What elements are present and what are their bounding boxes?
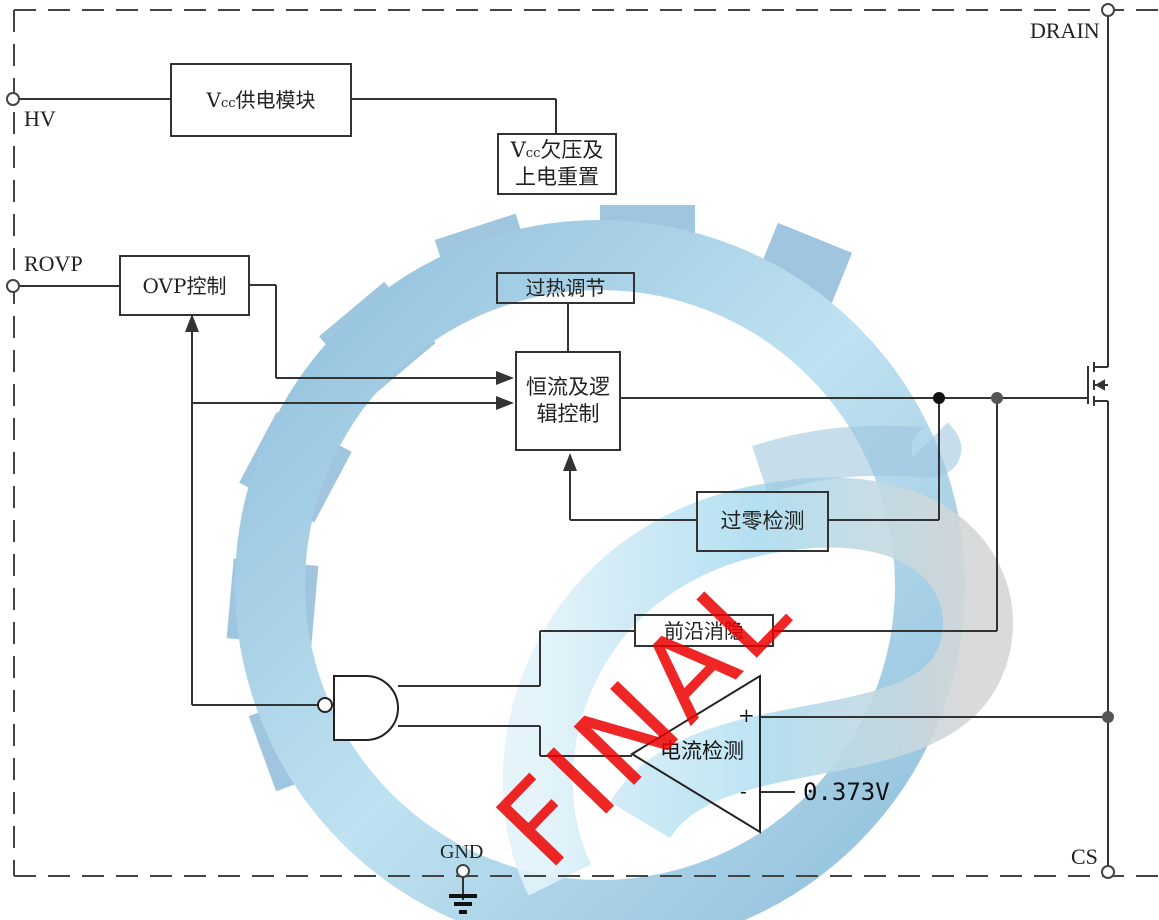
vcc-uvlo-block: Vcc欠压及上电重置 [497, 133, 617, 195]
ground-icon [449, 894, 477, 914]
pin-rovp-label: ROVP [24, 251, 83, 276]
comparator-minus: - [740, 779, 747, 803]
pin-circles [6, 3, 1115, 879]
arrowheads [185, 314, 577, 471]
and-gate [317, 675, 399, 741]
pin-cs-label: CS [1071, 844, 1098, 869]
cc-logic-control-block: 恒流及逻辑控制 [515, 351, 621, 451]
pin-drain-label: DRAIN [1030, 18, 1100, 43]
wires [14, 10, 1109, 900]
chip-boundary [13, 9, 1159, 877]
ovp-control-block: OVP控制 [119, 255, 250, 316]
reference-voltage-label: 0.373V [803, 778, 890, 806]
vcc-supply-block: Vcc供电模块 [170, 63, 352, 137]
power-mosfet [1087, 360, 1109, 410]
current-sense-label: 电流检测 [660, 739, 744, 763]
thermal-regulation-block: 过热调节 [496, 272, 635, 304]
junctions [933, 392, 1114, 723]
comparator [630, 674, 761, 834]
leading-edge-blanking-block: 前沿消隐 [634, 614, 774, 647]
zero-cross-detect-block: 过零检测 [696, 491, 829, 552]
gear-logo-watermark [226, 205, 1013, 920]
comparator-plus: + [738, 703, 755, 727]
pin-gnd-label: GND [440, 841, 484, 863]
pin-hv-label: HV [24, 106, 56, 131]
